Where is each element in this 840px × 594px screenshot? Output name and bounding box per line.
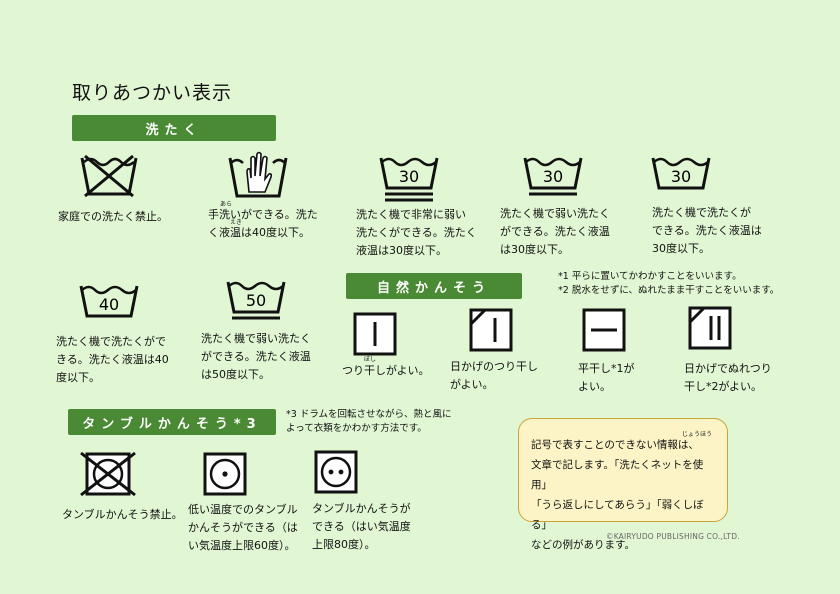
tumble-dry-footnote: *3 ドラムを回転させながら、熱と風に よって衣類をかわかす方法です。: [286, 409, 452, 434]
drip-dry-shade-icon: [688, 306, 732, 350]
wash-caption-no-wash: 家庭での洗たく禁止。: [58, 210, 168, 223]
machine-wash-30-gentle-icon: 30: [523, 157, 583, 196]
copyright: ©KAIRYUDO PUBLISHING CO.,LTD.: [606, 532, 740, 541]
machine-wash-30-icon: 30: [651, 157, 711, 190]
wash-caption-40: 洗たく機で洗たくがで きる。洗たく液温は40 度以下。: [56, 335, 169, 384]
wash-caption-30-gentle: 洗たく機で弱い洗たく ができる。洗たく液温 は30度以下。: [500, 207, 610, 256]
wash-caption-30-very-gentle: 洗たく機で非常に弱い 洗たくができる。洗たく 液温は30度以下。: [356, 208, 477, 257]
tumble-dry-low-icon: [203, 452, 247, 496]
ruby-eki: えき: [230, 219, 242, 226]
tumble-dry-normal-icon: [314, 450, 358, 494]
no-wash-icon: [80, 154, 138, 198]
wash-caption-hand-wash: 手洗いができる。洗た く液温は40度以下。: [208, 208, 318, 239]
no-tumble-dry-icon: [80, 451, 136, 497]
natural-caption-line-dry-shade: 日かげのつり干し がよい。: [450, 360, 538, 391]
section-wash-header: 洗たく: [72, 115, 276, 141]
wash-caption-30: 洗たく機で洗たくが できる。洗たく液温は 30度以下。: [652, 206, 762, 255]
temp-50-label: 50: [246, 291, 266, 310]
section-natural-dry-header: 自然かんそう: [346, 273, 522, 299]
temp-30-label: 30: [543, 167, 563, 186]
temp-40-label: 40: [99, 295, 119, 314]
natural-caption-line-dry: つり干しがよい。: [342, 364, 430, 377]
natural-dry-footnotes: *1 平らに置いてかわかすことをいいます。 *2 脱水をせずに、ぬれたまま干すこ…: [558, 271, 780, 296]
wash-caption-50-gentle: 洗たく機で弱い洗たく ができる。洗たく液温 は50度以下。: [201, 332, 311, 381]
natural-caption-drip-dry-shade: 日かげでぬれつり 干し*2がよい。: [684, 362, 772, 393]
section-tumble-dry-header: タンブルかんそう*3: [68, 409, 276, 435]
natural-caption-flat-dry: 平干し*1が よい。: [578, 362, 635, 393]
tumble-caption-no-tumble: タンブルかんそう禁止。: [62, 508, 183, 521]
machine-wash-50-gentle-icon: 50: [226, 281, 286, 320]
page-title: 取りあつかい表示: [72, 82, 233, 104]
ruby-arai: あら: [220, 201, 233, 208]
tumble-caption-normal: タンブルかんそうが できる（はい気温度 上限80度）。: [312, 502, 411, 551]
ruby-jouhou: じょうほう: [682, 431, 713, 438]
temp-30-label: 30: [671, 167, 691, 186]
tumble-caption-low: 低い温度でのタンブル かんそうができる（は い気温度上限60度）。: [188, 503, 298, 552]
info-box: 記号で表すことのできない情報は、 文章で記します。「洗たくネットを使用」 「うら…: [518, 418, 728, 551]
line-dry-shade-icon: [469, 308, 513, 352]
temp-30-label: 30: [399, 167, 419, 186]
machine-wash-40-icon: 40: [79, 285, 139, 318]
hand-wash-icon: [228, 151, 288, 198]
ruby-bosi: ぼし: [364, 356, 377, 363]
flat-dry-icon: [582, 308, 626, 352]
machine-wash-30-very-gentle-icon: 30: [379, 157, 439, 202]
line-dry-icon: [353, 312, 397, 356]
